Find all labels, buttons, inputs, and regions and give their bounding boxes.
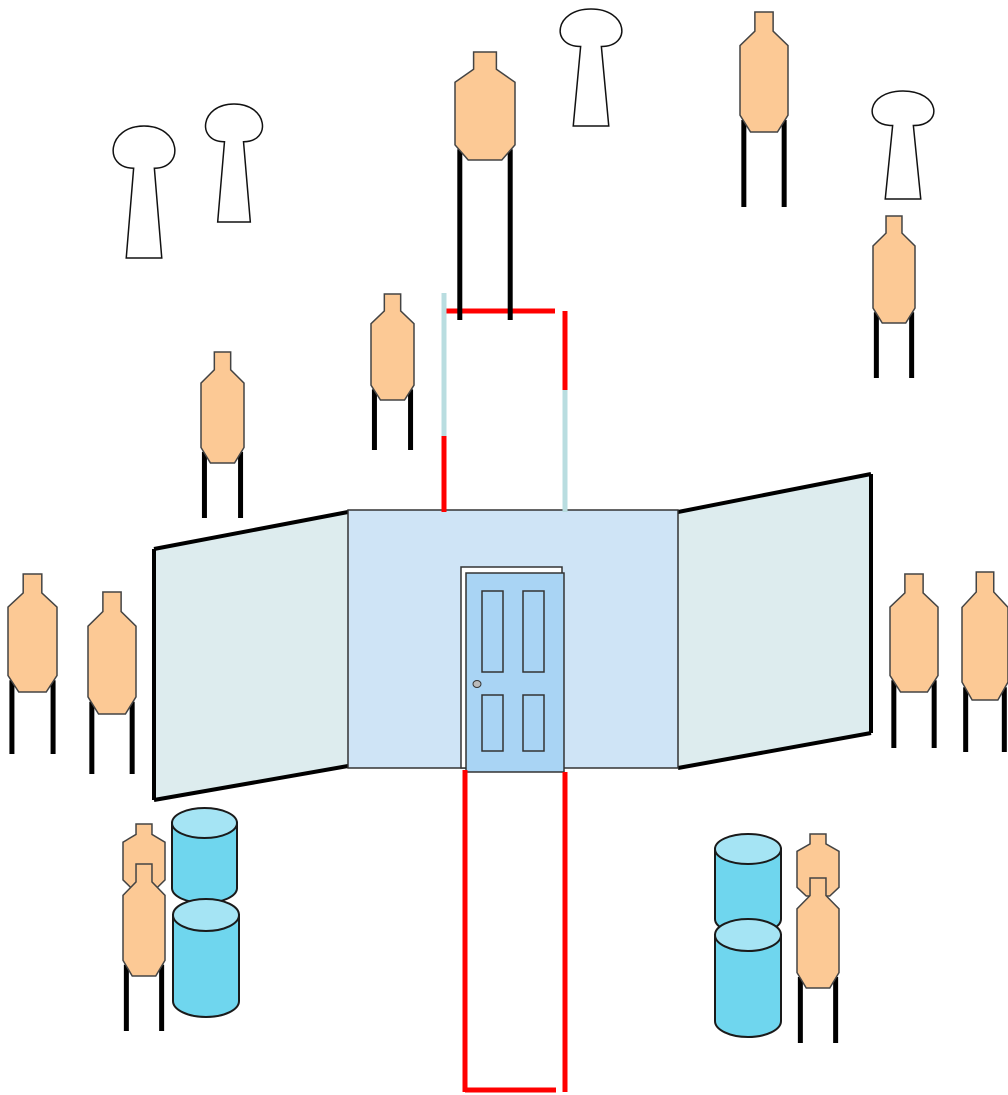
no-shoot-body <box>112 125 176 259</box>
left-wall-panel <box>154 512 348 800</box>
barrel-top <box>171 807 238 839</box>
no-shoot-target-icon <box>112 125 176 259</box>
left-wall-bottom-edge <box>153 764 349 802</box>
barrel-top <box>172 898 240 932</box>
door-icon <box>460 566 565 773</box>
paper-target-icon <box>796 877 840 1043</box>
paper-target-icon <box>7 573 58 754</box>
door-leaf <box>465 572 565 773</box>
barrel-body <box>172 914 240 1018</box>
target-body <box>872 215 916 324</box>
barrel-body <box>714 934 782 1038</box>
target-body <box>796 877 840 989</box>
paper-target-icon <box>872 215 916 378</box>
target-body <box>889 573 939 693</box>
door-panel <box>481 590 504 673</box>
target-body <box>961 571 1008 701</box>
fault-lines <box>441 293 568 1093</box>
no-shoot-targets <box>112 8 935 259</box>
target-body <box>87 591 137 715</box>
barrel-top <box>714 918 782 952</box>
target-body <box>796 833 840 897</box>
no-shoot-body <box>204 103 264 223</box>
paper-target-icon <box>122 863 166 1031</box>
barrel-icon <box>714 918 782 1038</box>
right-wall-bottom-edge <box>677 731 872 770</box>
paper-target-icon <box>200 351 245 518</box>
barrel-icon <box>171 807 238 904</box>
no-shoot-body <box>871 90 935 200</box>
barrels <box>171 807 782 1038</box>
target-body <box>122 863 166 977</box>
target-body <box>7 573 58 693</box>
paper-target-icon <box>739 11 789 207</box>
target-body <box>370 293 415 401</box>
paper-targets <box>7 11 1008 1043</box>
door-panel <box>522 694 545 752</box>
paper-target-icon <box>370 293 415 450</box>
door-panel <box>481 694 504 752</box>
paper-target-icon <box>87 591 137 774</box>
paper-target-icon <box>961 571 1008 752</box>
target-body <box>454 51 516 161</box>
door-panel <box>522 590 545 673</box>
no-shoot-target-icon <box>871 90 935 200</box>
no-shoot-target-icon <box>559 8 623 127</box>
paper-target-icon <box>889 573 939 748</box>
target-body <box>739 11 789 133</box>
target-body <box>200 351 245 464</box>
no-shoot-body <box>559 8 623 127</box>
right-wall-top-edge <box>677 472 872 514</box>
left-wall-top-edge <box>153 510 349 551</box>
barrel-top <box>714 833 782 865</box>
paper-target-icon <box>454 51 516 320</box>
right-wall-panel <box>678 474 871 768</box>
paper-target-icon <box>796 833 840 897</box>
door-knob-icon <box>472 680 482 688</box>
no-shoot-target-icon <box>204 103 264 223</box>
barrel-icon <box>172 898 240 1018</box>
